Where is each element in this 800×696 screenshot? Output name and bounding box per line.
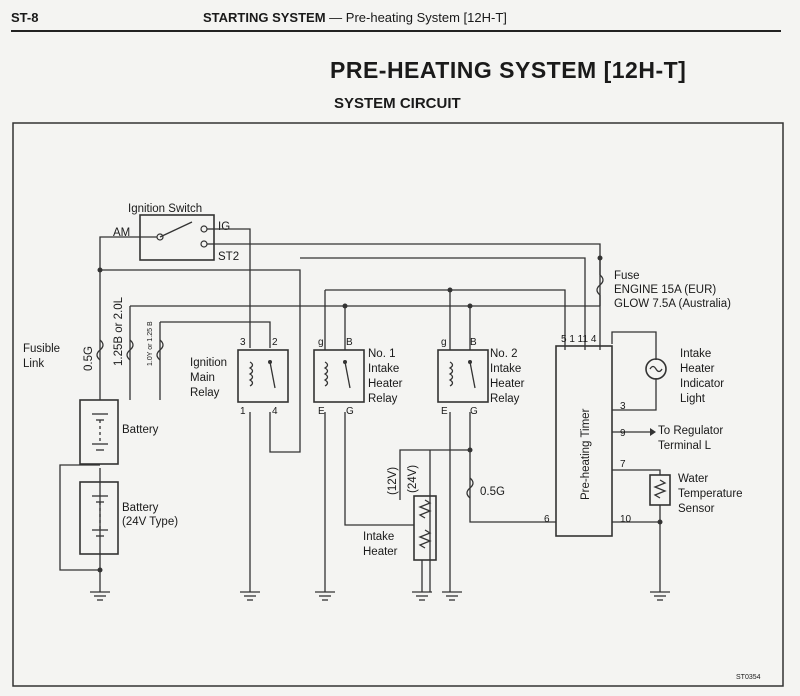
wire-10y-label: 1.0Y or 1.25 B <box>147 321 154 366</box>
timer-label: Pre-heating Timer <box>580 408 592 500</box>
relay-2-pin-e: E <box>441 406 448 417</box>
intake-heater-symbol <box>418 499 432 549</box>
section-separator: — <box>325 10 346 25</box>
fusible-link-symbol <box>466 477 474 499</box>
ignition-switch-contacts <box>140 221 214 248</box>
relay-1-symbol <box>323 360 351 389</box>
regulator-label-1: To Regulator <box>658 425 723 437</box>
fuse-symbol <box>596 274 604 296</box>
battery-24v-box <box>79 481 119 555</box>
ignition-main-relay-symbol <box>248 360 276 389</box>
subsection-name: Pre-heating System [12H-T] <box>345 10 507 25</box>
timer-pin-3: 3 <box>620 401 626 412</box>
page-header: ST-8 STARTING SYSTEM — Pre-heating Syste… <box>0 0 800 34</box>
relay-1-label-2: Intake <box>368 363 399 375</box>
relay-2-label-1: No. 2 <box>490 348 518 360</box>
relay-1-label-1: No. 1 <box>368 348 396 360</box>
section-title: STARTING SYSTEM — Pre-heating System [12… <box>203 10 507 25</box>
battery-24v-label-2: (24V Type) <box>122 516 178 528</box>
terminal-st2-label: ST2 <box>218 251 239 263</box>
timer-pin-6: 6 <box>544 514 550 525</box>
water-sensor-label-3: Sensor <box>678 503 715 515</box>
terminal-ig-label: IG <box>218 221 230 233</box>
fusible-links <box>96 339 164 361</box>
diagram-frame <box>12 122 784 687</box>
ig-relay-pin-2: 2 <box>272 337 278 348</box>
battery-box <box>79 399 119 465</box>
relay-1-box <box>313 349 365 403</box>
page-title: PRE-HEATING SYSTEM [12H-T] <box>330 57 687 83</box>
page-subtitle: SYSTEM CIRCUIT <box>334 95 461 112</box>
ignition-main-relay-box <box>237 349 289 403</box>
ig-relay-pin-4: 4 <box>272 406 278 417</box>
relay-1-label-4: Relay <box>368 393 398 405</box>
intake-heater-label-2: Heater <box>363 546 398 558</box>
relay-2-label-2: Intake <box>490 363 521 375</box>
section-name: STARTING SYSTEM <box>203 10 326 25</box>
ig-relay-pin-1: 1 <box>240 406 246 417</box>
fuse-label-1: Fuse <box>614 270 640 282</box>
relay-2-pin-g: g <box>441 337 447 348</box>
timer-pin-9: 9 <box>620 428 626 439</box>
timer-top-pins: 5 1 11 4 <box>561 334 597 345</box>
water-temp-sensor-symbol <box>649 474 671 506</box>
ignition-switch-label: Ignition Switch <box>128 203 202 215</box>
header-rule <box>11 30 781 32</box>
relay-2-symbol <box>448 360 476 389</box>
diagram-code: ST0354 <box>736 674 761 681</box>
relay-2-pin-gg: G <box>470 406 478 417</box>
relay-1-pin-e: E <box>318 406 325 417</box>
battery-symbol <box>92 413 108 451</box>
relay-1-pin-b: B <box>346 337 353 348</box>
battery-24v-label-1: Battery <box>122 502 159 514</box>
ig-relay-pin-3: 3 <box>240 337 246 348</box>
voltage-12v-label: (12V) <box>387 467 399 495</box>
terminal-am-label: AM <box>113 227 130 239</box>
indicator-label-4: Light <box>680 393 706 405</box>
circuit-wires <box>59 228 661 592</box>
ig-relay-label-1: Ignition <box>190 357 227 369</box>
water-sensor-label-2: Temperature <box>678 488 743 500</box>
fuse-label-3: GLOW 7.5A (Australia) <box>614 298 731 310</box>
indicator-label-3: Indicator <box>680 378 724 390</box>
wire-05g-b-label: 0.5G <box>480 486 505 498</box>
junction-dots <box>97 255 663 573</box>
voltage-24v-label: (24V) <box>407 465 419 493</box>
relay-1-pin-g: g <box>318 337 324 348</box>
intake-heater-box <box>413 495 437 561</box>
battery-24v-symbol <box>92 495 108 537</box>
battery-label: Battery <box>122 424 159 436</box>
relay-2-pin-b: B <box>470 337 477 348</box>
ground-symbols <box>90 591 670 601</box>
pre-heating-timer-box <box>555 345 613 537</box>
ig-relay-label-2: Main <box>190 372 215 384</box>
wire-125b-label: 1.25B or 2.0L <box>113 296 125 366</box>
fusible-link-label-2: Link <box>23 358 44 370</box>
relay-2-label-3: Heater <box>490 378 525 390</box>
water-sensor-label-1: Water <box>678 473 708 485</box>
indicator-light-symbol <box>645 358 667 380</box>
relay-2-label-4: Relay <box>490 393 520 405</box>
timer-pin-7: 7 <box>620 459 626 470</box>
indicator-label-1: Intake <box>680 348 711 360</box>
relay-1-pin-gg: G <box>346 406 354 417</box>
relay-2-box <box>437 349 489 403</box>
page-code: ST-8 <box>11 10 39 25</box>
relay-1-label-3: Heater <box>368 378 403 390</box>
fusible-link-label-1: Fusible <box>23 343 60 355</box>
intake-heater-label-1: Intake <box>363 531 394 543</box>
regulator-arrow-icon <box>650 428 656 436</box>
wire-05g-label: 0.5G <box>83 346 95 371</box>
ig-relay-label-3: Relay <box>190 387 220 399</box>
regulator-label-2: Terminal L <box>658 440 712 452</box>
fuse-label-2: ENGINE 15A (EUR) <box>614 284 716 296</box>
indicator-label-2: Heater <box>680 363 715 375</box>
timer-pin-10: 10 <box>620 514 632 525</box>
